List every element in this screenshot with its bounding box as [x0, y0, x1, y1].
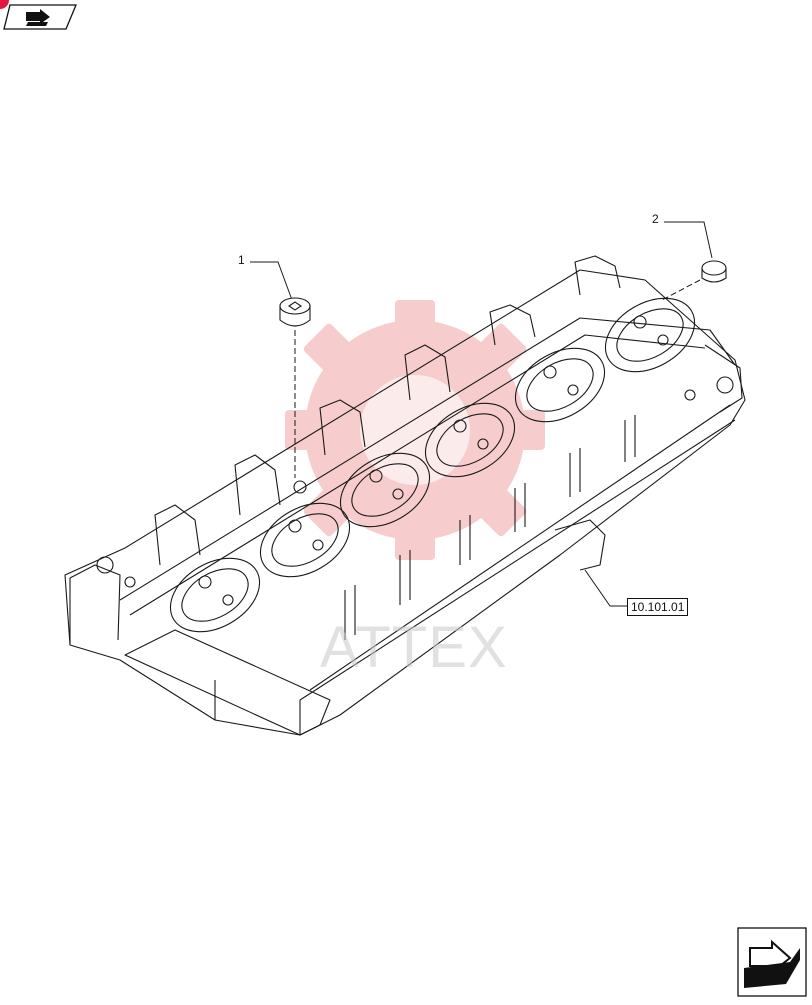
watermark-gear [285, 300, 545, 560]
reference-link-10-101-01[interactable]: 10.101.01 [627, 598, 689, 616]
page-turn-arrow-icon[interactable] [0, 0, 77, 30]
reference-leader [584, 569, 628, 607]
callout-number-1: 1 [238, 253, 245, 267]
callout-1-leader [250, 261, 296, 478]
watermark-text: ATTEX [320, 615, 508, 680]
plug-part-2[interactable] [701, 260, 727, 283]
callout-2-leader [661, 221, 713, 301]
callout-number-2: 2 [652, 212, 659, 226]
next-page-arrow-icon[interactable] [737, 927, 807, 997]
cylinder-head-drawing [64, 255, 746, 736]
plug-part-1[interactable] [279, 297, 311, 327]
